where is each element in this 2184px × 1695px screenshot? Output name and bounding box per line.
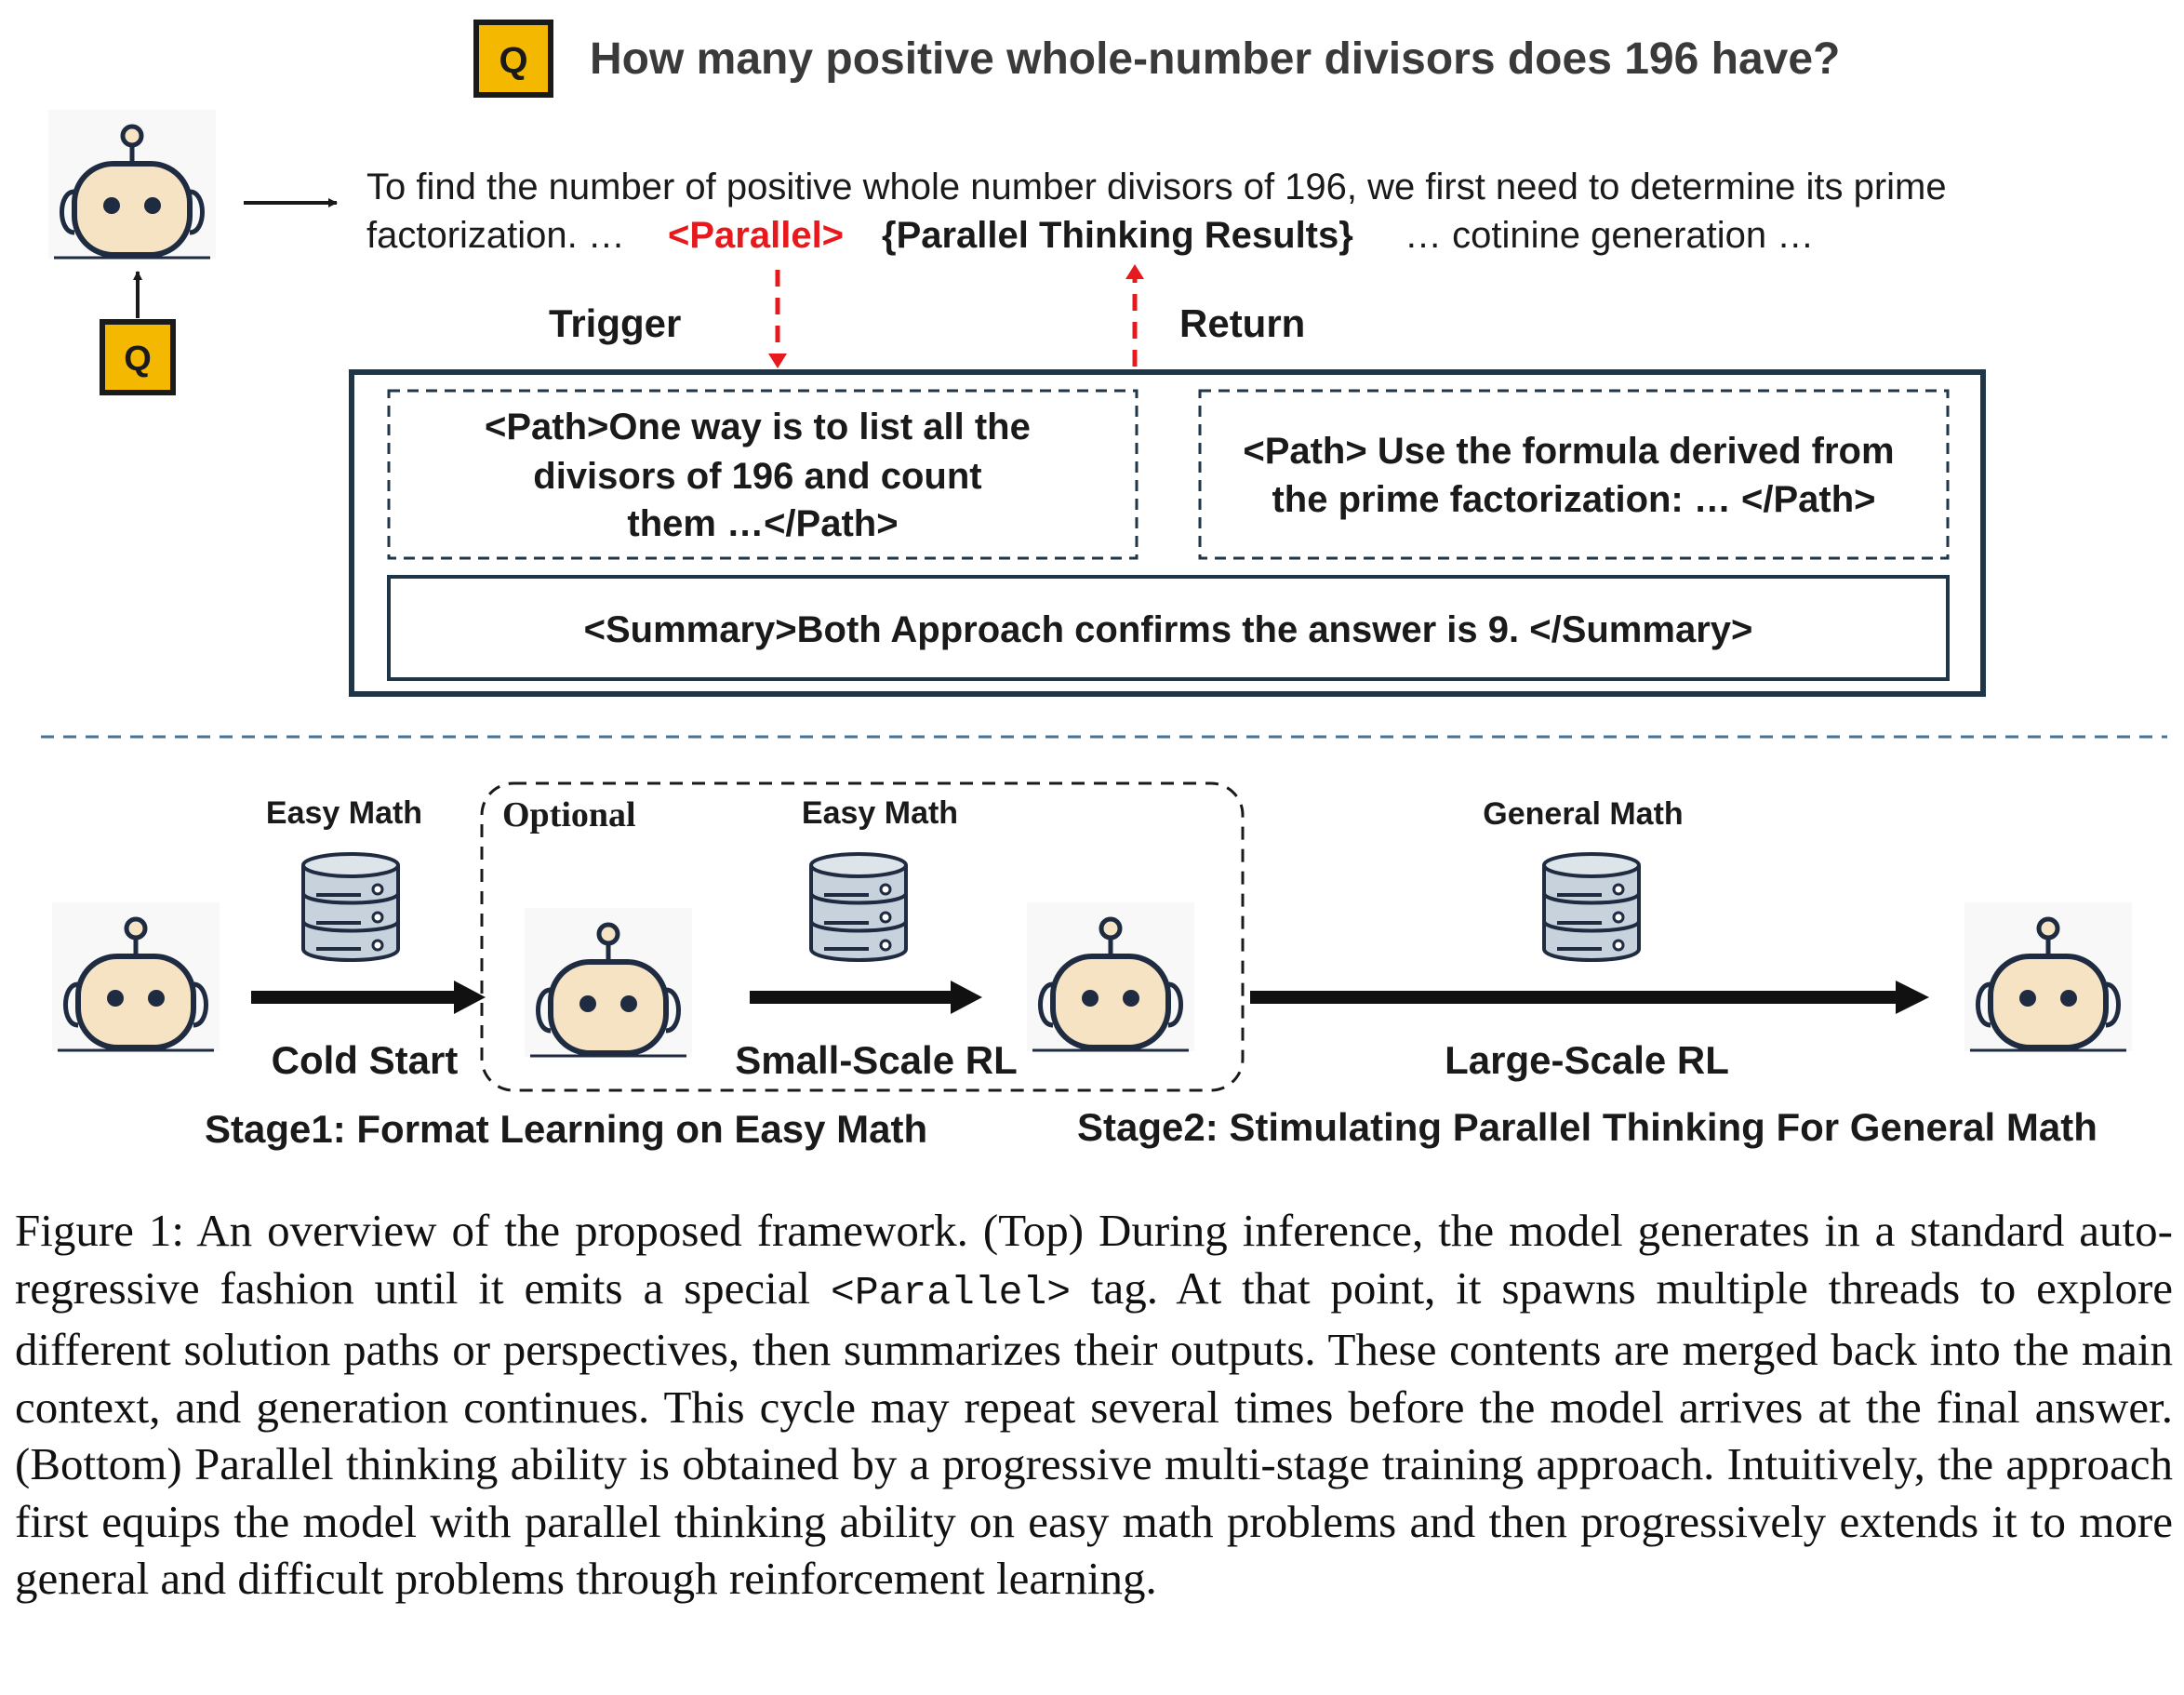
return-label: Return bbox=[1179, 301, 1305, 345]
dataset-label-2: Easy Math bbox=[802, 795, 958, 831]
question-badge-label: Q bbox=[499, 40, 527, 81]
stage1-label: Stage1: Format Learning on Easy Math bbox=[205, 1107, 927, 1151]
input-badge-label: Q bbox=[124, 340, 152, 379]
database-icon bbox=[809, 852, 908, 962]
robot-icon bbox=[48, 110, 216, 259]
caption-part-1: Figure 1: An overview of the proposed fr… bbox=[15, 1205, 2173, 1314]
step-large-rl: Large-Scale RL bbox=[1445, 1038, 1729, 1082]
database-icon bbox=[1542, 852, 1641, 962]
training-arrows bbox=[251, 981, 1929, 1014]
parallel-results: {Parallel Thinking Results} bbox=[882, 215, 1353, 256]
path2-line-2: the prime factorization: … </Path> bbox=[1272, 479, 1875, 520]
generation-line-1: To find the number of positive whole num… bbox=[366, 167, 1947, 207]
database-icon bbox=[301, 852, 400, 962]
question-header: Q How many positive whole-number divisor… bbox=[473, 20, 1840, 98]
question-badge bbox=[473, 20, 553, 98]
path-box-2 bbox=[1198, 389, 1950, 560]
summary-box bbox=[387, 575, 1950, 681]
stage2-label: Stage2: Stimulating Parallel Thinking Fo… bbox=[1077, 1105, 2097, 1149]
robot-icon bbox=[525, 908, 692, 1057]
summary-text: <Summary>Both Approach confirms the answ… bbox=[584, 609, 1753, 650]
path2-line-1: <Path> Use the formula derived from bbox=[1243, 431, 1894, 472]
figure-caption: Figure 1: An overview of the proposed fr… bbox=[15, 1202, 2173, 1608]
trigger-label: Trigger bbox=[549, 301, 681, 345]
generation-line-2: factorization. … <Parallel> {Parallel Th… bbox=[366, 215, 1814, 256]
dataset-label-3: General Math bbox=[1483, 796, 1683, 832]
robot-icon bbox=[52, 902, 220, 1051]
question-text: How many positive whole-number divisors … bbox=[590, 34, 1840, 84]
generation-suffix: … cotinine generation … bbox=[1405, 215, 1814, 256]
path-box-1-text: <Path>One way is to list all the divisor… bbox=[485, 407, 1041, 544]
dataset-label-1: Easy Math bbox=[266, 795, 422, 831]
step-small-rl: Small-Scale RL bbox=[735, 1038, 1017, 1082]
generation-prefix: factorization. … bbox=[366, 215, 625, 256]
caption-part-2: tag. At that point, it spawns multiple t… bbox=[15, 1261, 2174, 1605]
path1-line-2: divisors of 196 and count bbox=[533, 456, 981, 497]
optional-region bbox=[480, 781, 1245, 1092]
parallel-container bbox=[349, 369, 1986, 697]
path-box-2-text: <Path> Use the formula derived from the … bbox=[1243, 431, 1904, 520]
robot-icon bbox=[1964, 902, 2132, 1051]
path1-line-3: them …</Path> bbox=[627, 503, 898, 544]
path1-line-1: <Path>One way is to list all the bbox=[485, 407, 1031, 447]
robot-icon bbox=[1027, 902, 1194, 1051]
step-cold-start: Cold Start bbox=[272, 1038, 459, 1082]
path-box-1 bbox=[387, 389, 1139, 560]
optional-label: Optional bbox=[502, 795, 636, 834]
caption-tag: <Parallel> bbox=[831, 1269, 1072, 1315]
input-badge bbox=[100, 319, 176, 395]
parallel-tag: <Parallel> bbox=[668, 215, 844, 256]
